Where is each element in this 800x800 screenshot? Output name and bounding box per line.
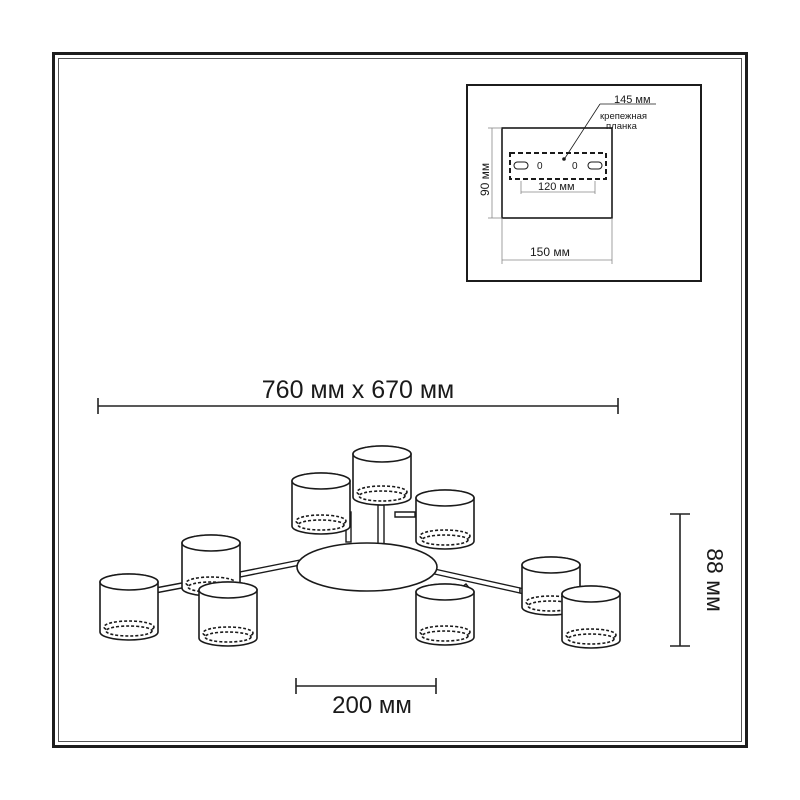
base-diameter-label: 200 мм [332, 692, 412, 719]
plate-label-line2: планка [606, 121, 638, 132]
plate-width-150-label: 150 мм [530, 245, 570, 259]
lamp-fixture [99, 445, 621, 649]
inner-frame [58, 58, 742, 742]
shade-1 [99, 573, 159, 641]
shade-4 [291, 472, 351, 535]
shade-6 [415, 489, 475, 550]
hole-mark-left: 0 [537, 161, 543, 172]
shade-7 [415, 583, 475, 646]
mounting-plate-inset-frame [466, 84, 702, 282]
overall-dimension [97, 398, 619, 414]
outer-frame [52, 52, 748, 748]
mounting-plate-outline [501, 127, 613, 219]
shade-9 [561, 585, 621, 649]
center-dot [562, 157, 566, 161]
hole-mark-right: 0 [572, 161, 578, 172]
plate-label-line1: крепежная [600, 111, 647, 122]
slot-left [513, 161, 529, 170]
mounting-bracket-dashed [509, 152, 607, 180]
mounting-plate-inset [488, 103, 656, 264]
central-base-disc [296, 542, 438, 592]
base-dimension [295, 678, 437, 694]
plate-width-label: 145 мм [614, 94, 651, 106]
shade-5 [352, 445, 412, 506]
hole-spacing-label: 120 мм [538, 181, 575, 193]
plate-height-label: 90 мм [478, 163, 492, 196]
height-label: 88 мм [702, 548, 728, 612]
leader-line [564, 103, 601, 159]
height-dimension [670, 513, 690, 647]
shade-3 [198, 581, 258, 647]
slot-right [587, 161, 603, 170]
overall-size-label: 760 мм x 670 мм [262, 376, 454, 404]
